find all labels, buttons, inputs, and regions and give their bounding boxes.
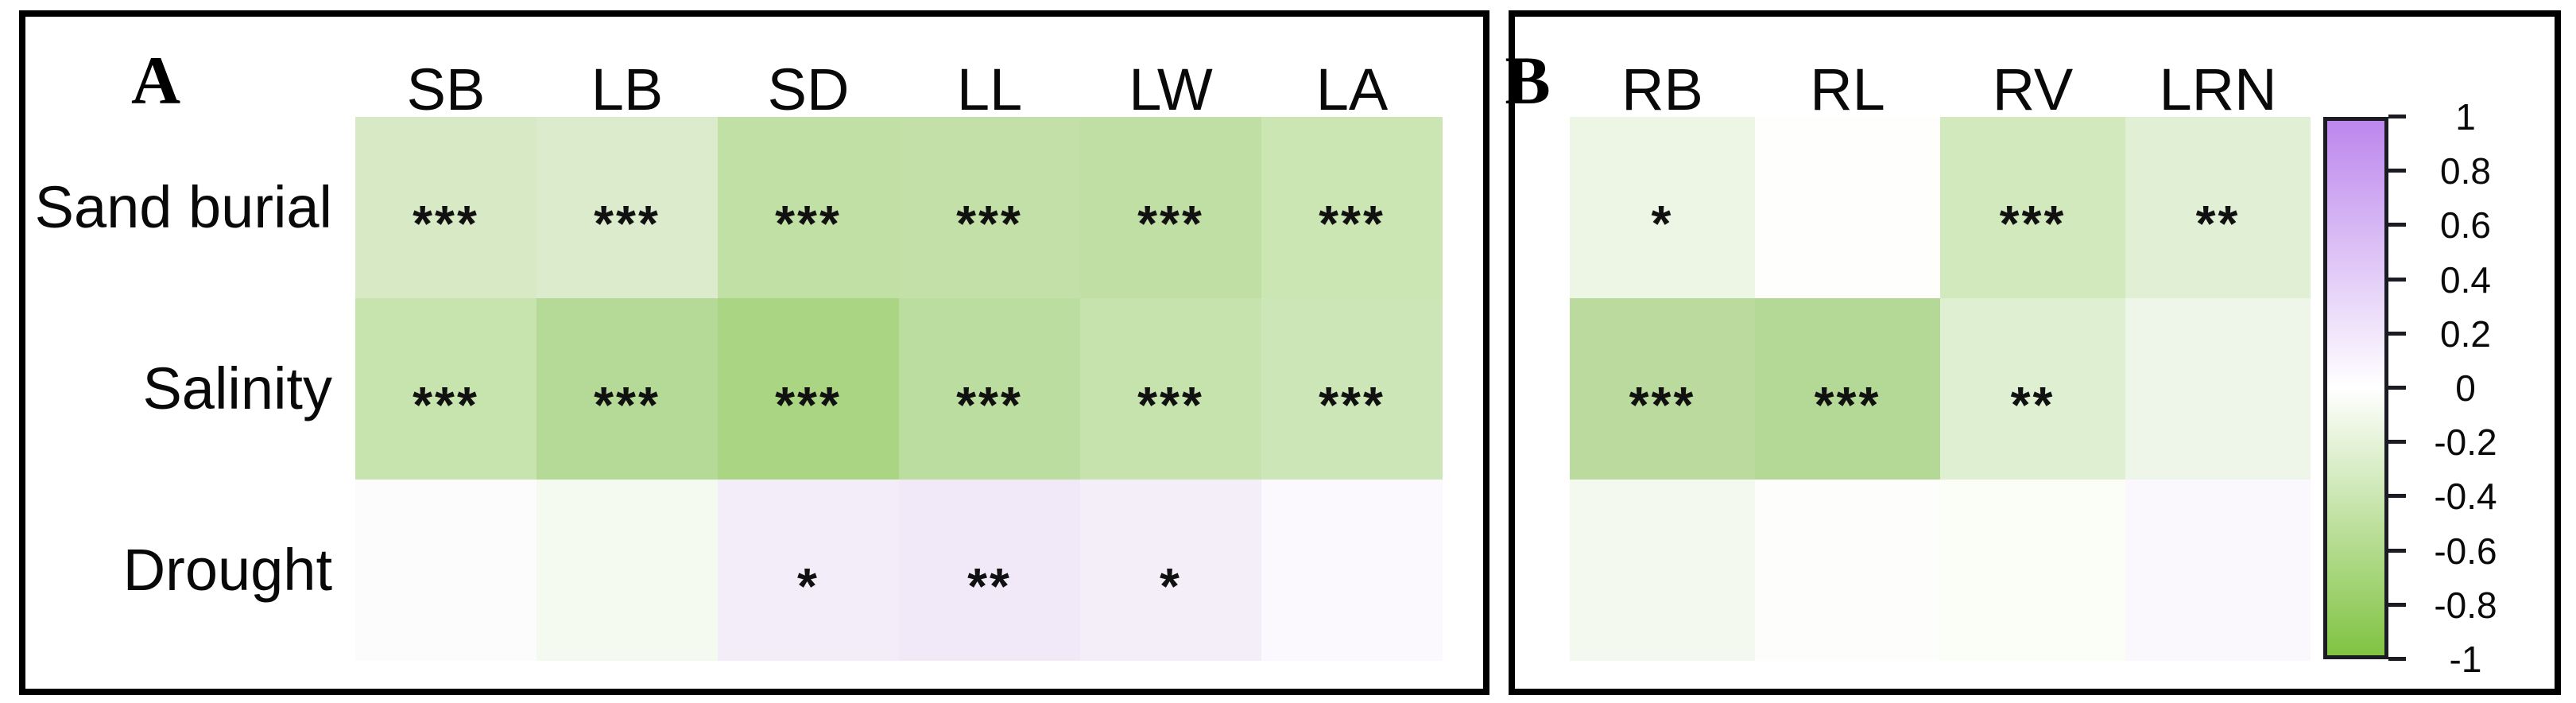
row-label: Salinity — [142, 355, 332, 421]
heatmap-cell: *** — [1570, 298, 1755, 480]
colorbar — [2323, 117, 2388, 659]
significance-stars: *** — [775, 195, 842, 252]
colorbar-tick-label: 1 — [2455, 96, 2476, 138]
heatmap-cell: * — [1080, 480, 1261, 661]
significance-stars: *** — [1137, 195, 1204, 252]
column-header: RL — [1810, 56, 1885, 122]
significance-stars: ** — [2010, 376, 2055, 433]
colorbar-tick-label: -0.4 — [2434, 476, 2497, 518]
panel-b-box — [1509, 10, 2561, 695]
colorbar-tick — [2388, 169, 2406, 173]
panel-a-label: A — [130, 42, 181, 118]
heatmap-cell — [537, 480, 718, 661]
colorbar-tick — [2388, 602, 2406, 607]
column-header: RB — [1621, 56, 1703, 122]
significance-stars: *** — [956, 195, 1023, 252]
panel-a-box — [19, 10, 1489, 695]
heatmap-cell: *** — [1080, 117, 1261, 298]
significance-stars: * — [1651, 195, 1674, 252]
heatmap-cell: *** — [899, 298, 1080, 480]
heatmap-cell: *** — [718, 117, 899, 298]
colorbar-tick-label: 0.2 — [2440, 313, 2491, 355]
row-label: Sand burial — [34, 174, 332, 240]
colorbar-tick — [2388, 115, 2406, 118]
colorbar-tick — [2388, 657, 2406, 661]
colorbar-tick — [2388, 548, 2406, 553]
heatmap-cell — [1755, 480, 1940, 661]
column-header: RV — [1992, 56, 2074, 122]
heatmap-cell: * — [1570, 117, 1755, 298]
heatmap-cell: * — [718, 480, 899, 661]
heatmap-cell: *** — [1755, 298, 1940, 480]
significance-stars: *** — [1629, 376, 1696, 433]
significance-stars: ** — [967, 557, 1012, 615]
heatmap-cell: ** — [1940, 298, 2125, 480]
colorbar-tick — [2388, 386, 2406, 390]
colorbar-tick — [2388, 440, 2406, 445]
heatmap-cell: ** — [899, 480, 1080, 661]
heatmap-cell — [1570, 480, 1755, 661]
significance-stars: *** — [1319, 195, 1385, 252]
significance-stars: *** — [1814, 376, 1881, 433]
heatmap-cell: *** — [1261, 117, 1443, 298]
colorbar-tick-label: 0.8 — [2440, 150, 2491, 192]
significance-stars: *** — [1137, 376, 1204, 433]
heatmap-cell: *** — [537, 298, 718, 480]
heatmap-cell — [1755, 117, 1940, 298]
colorbar-tick — [2388, 331, 2406, 336]
column-header: LB — [591, 56, 664, 122]
column-header: LW — [1129, 56, 1213, 122]
heatmap-cell: *** — [1080, 298, 1261, 480]
heatmap-cell: *** — [1940, 117, 2125, 298]
heatmap-cell — [1940, 480, 2125, 661]
colorbar-tick-label: -0.2 — [2434, 421, 2497, 464]
significance-stars: *** — [775, 376, 842, 433]
heatmap-cell — [1261, 480, 1443, 661]
colorbar-tick-label: -0.8 — [2434, 584, 2497, 626]
significance-stars: ** — [2195, 195, 2241, 252]
significance-stars: * — [797, 557, 819, 615]
heatmap-cell: *** — [355, 298, 537, 480]
heatmap-cell: *** — [718, 298, 899, 480]
significance-stars: *** — [956, 376, 1023, 433]
column-header: SB — [406, 56, 486, 122]
colorbar-tick — [2388, 494, 2406, 499]
significance-stars: *** — [594, 376, 660, 433]
colorbar-tick-label: -0.6 — [2434, 530, 2497, 572]
significance-stars: *** — [1319, 376, 1385, 433]
significance-stars: *** — [1999, 195, 2067, 252]
heatmap-cell — [355, 480, 537, 661]
column-header: LRN — [2159, 56, 2277, 122]
column-header: LL — [956, 56, 1023, 122]
heatmap-cell: *** — [1261, 298, 1443, 480]
heatmap-cell — [2125, 298, 2311, 480]
row-label: Drought — [122, 537, 332, 603]
colorbar-tick-label: 0 — [2455, 367, 2476, 409]
colorbar-tick-label: 0.4 — [2440, 258, 2491, 301]
colorbar-tick — [2388, 277, 2406, 282]
colorbar-tick-label: -1 — [2449, 639, 2482, 680]
colorbar-tick — [2388, 223, 2406, 227]
heatmap-cell: ** — [2125, 117, 2311, 298]
heatmap-cell: *** — [537, 117, 718, 298]
panel-b-label: B — [1505, 42, 1551, 118]
column-header: SD — [767, 56, 850, 122]
significance-stars: *** — [413, 376, 479, 433]
column-header: LA — [1315, 56, 1389, 122]
significance-stars: * — [1160, 557, 1182, 615]
colorbar-tick-label: 0.6 — [2440, 204, 2491, 247]
significance-stars: *** — [413, 195, 479, 252]
significance-stars: *** — [594, 195, 660, 252]
heatmap-cell: *** — [899, 117, 1080, 298]
heatmap-cell — [2125, 480, 2311, 661]
heatmap-cell: *** — [355, 117, 537, 298]
